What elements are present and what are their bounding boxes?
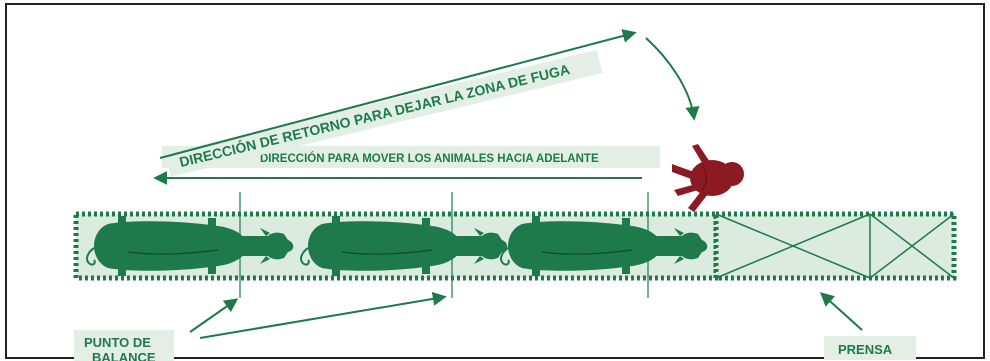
balance-arrow-1	[189, 298, 239, 333]
squeeze-chute-label: PRENSA	[838, 342, 893, 357]
outer-frame	[5, 3, 985, 359]
forward-direction-label: DIRECCIÓN PARA MOVER LOS ANIMALES HACIA …	[260, 152, 599, 165]
balance-label-banner	[74, 330, 174, 361]
balance-point-label-line2: BALANCE	[92, 350, 156, 361]
handler-icon	[672, 144, 744, 212]
forward-banner	[162, 146, 660, 168]
return-arrow	[159, 29, 637, 159]
squeeze-chute-label-banner	[824, 336, 916, 360]
return-banner	[165, 49, 603, 177]
balance-arrow-2	[199, 291, 447, 339]
balance-point-label-line1: PUNTO DE	[84, 335, 151, 350]
curved-arrow	[645, 37, 700, 121]
squeeze-chute	[713, 211, 957, 281]
squeeze-chute-arrow	[819, 292, 863, 331]
